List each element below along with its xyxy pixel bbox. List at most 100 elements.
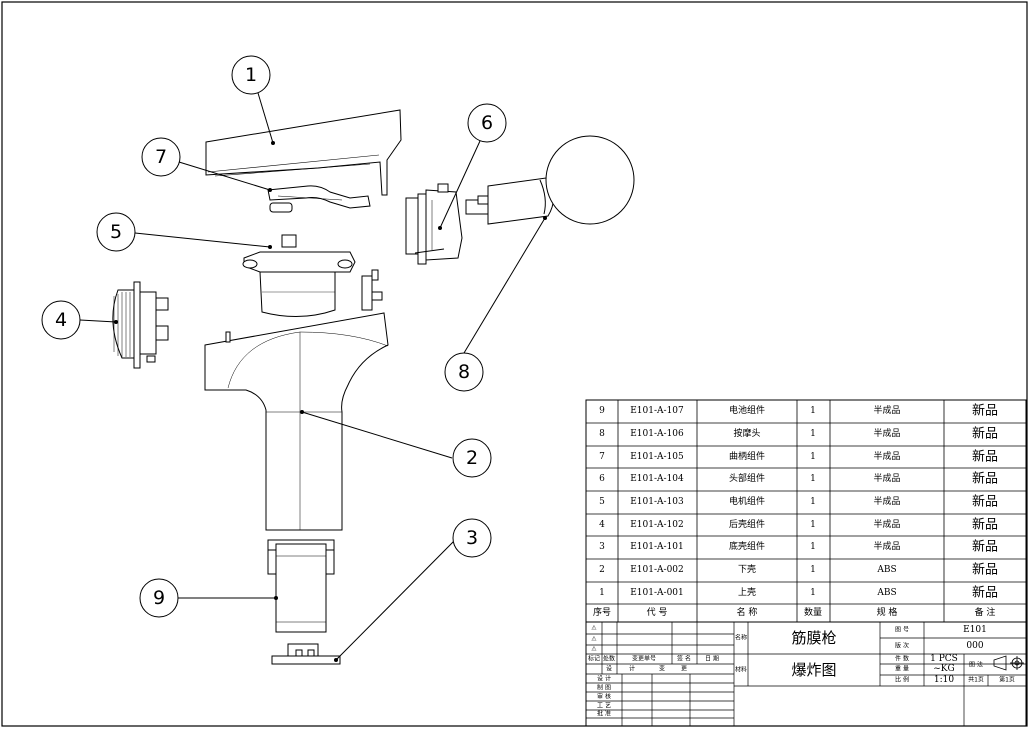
bom-header-note: 备 注 [975, 606, 996, 618]
balloon-3-label: 3 [466, 527, 478, 549]
rev-mark-1: ⚠ [591, 625, 597, 632]
balloon-4-label: 4 [55, 309, 67, 331]
bom-row-3-no: 7 [599, 452, 605, 462]
rev-header-change-no: 变更单号 [632, 655, 656, 663]
bom-row-2-code: E101-A-106 [630, 429, 684, 439]
bom-row-2-note: 新品 [972, 426, 998, 442]
sign-process: 工 艺 [597, 702, 611, 710]
balloon-1 [231, 55, 271, 95]
leader-dots [114, 141, 547, 662]
bom-row-9-name: 上壳 [738, 586, 756, 598]
bom-row-6-spec: 半成品 [873, 518, 900, 530]
bom-row-1-note: 新品 [972, 403, 998, 419]
weight: ~KG [933, 664, 954, 674]
bom-row-6-qty: 1 [810, 520, 816, 530]
sign-review: 审 核 [597, 693, 611, 701]
part-crank-assembly [267, 185, 371, 213]
weight-label: 重 量 [895, 665, 909, 673]
balloon-7 [141, 137, 181, 177]
sign-design: 设 计 [597, 675, 611, 683]
sheets-total: 共1页 [968, 676, 984, 684]
balloon-8 [444, 352, 484, 392]
bom-row-7-spec: 半成品 [873, 540, 900, 552]
balloon-1-label: 1 [245, 64, 257, 86]
pieces-label: 件 数 [895, 655, 909, 663]
bom-table: 9 E101-A-107 电池组件 1 半成品 新品 8 E101-A-106 … [585, 399, 1027, 623]
rev-header-count: 处数 [603, 655, 615, 663]
bom-row-3-code: E101-A-105 [630, 452, 684, 462]
bom-row-4-qty: 1 [810, 474, 816, 484]
material-label: 材料 [735, 666, 747, 674]
part-bottom-shell-assembly [271, 643, 341, 665]
rev-header2-1: 设 [606, 665, 612, 673]
exploded-parts [112, 109, 635, 665]
bom-header-code: 代 号 [647, 607, 668, 618]
bom-row-1-spec: 半成品 [873, 404, 900, 416]
bom-row-5-no: 5 [599, 497, 605, 507]
version-label: 版 次 [895, 642, 909, 650]
rev-header-sign: 签 名 [677, 655, 691, 663]
bom-row-5-name: 电机组件 [729, 495, 765, 507]
rev-header2-2: 计 [629, 665, 635, 673]
balloon-8-label: 8 [458, 361, 470, 383]
bom-row-3-note: 新品 [972, 449, 998, 465]
balloon-9 [139, 578, 179, 618]
balloon-4 [41, 300, 81, 340]
rev-header-mark: 标记 [588, 655, 600, 663]
balloon-5-label: 5 [110, 221, 122, 243]
bom-header-qty: 数量 [804, 606, 822, 618]
part-motor-assembly [242, 234, 356, 318]
bom-row-4-name: 头部组件 [729, 472, 765, 484]
part-battery-assembly [267, 539, 335, 633]
bom-row-1-name: 电池组件 [729, 404, 765, 416]
bom-row-4-no: 6 [599, 474, 605, 484]
sheet-no: 第1页 [999, 676, 1015, 684]
bom-row-7-name: 底壳组件 [729, 540, 765, 552]
bom-row-2-qty: 1 [810, 429, 816, 439]
fig-no-label: 图 号 [895, 627, 909, 634]
bom-row-2-spec: 半成品 [873, 427, 900, 439]
bom-header-name: 名 称 [737, 606, 758, 618]
bom-row-6-no: 4 [599, 520, 605, 530]
scale: 1:10 [934, 675, 954, 685]
balloon-3 [452, 518, 492, 558]
bom-row-2-name: 按摩头 [733, 427, 760, 439]
bom-row-8-no: 2 [599, 565, 605, 575]
bom-row-5-code: E101-A-103 [630, 497, 684, 507]
balloon-2 [452, 438, 492, 478]
projection-label: 图 法 [969, 661, 983, 669]
bom-row-3-name: 曲柄组件 [729, 450, 765, 462]
balloon-6 [467, 103, 507, 143]
part-rear-shell-assembly [112, 281, 169, 369]
bom-row-5-qty: 1 [810, 497, 816, 507]
projection-symbol-icon [993, 655, 1024, 671]
rev-mark-3: ⚠ [591, 646, 597, 653]
pieces: 1 PCS [930, 654, 958, 664]
bom-row-5-note: 新品 [972, 494, 998, 510]
bom-row-8-code: E101-A-002 [630, 565, 684, 575]
balloon-5 [96, 212, 136, 252]
rev-mark-2: ⚠ [591, 636, 597, 643]
drawing-type: 爆炸图 [791, 661, 836, 679]
bom-row-9-code: E101-A-001 [630, 588, 684, 598]
balloon-2-label: 2 [466, 447, 478, 469]
bom-row-5-spec: 半成品 [873, 495, 900, 507]
part-lower-shell [204, 269, 389, 531]
bom-row-9-no: 1 [599, 588, 605, 598]
version: 000 [966, 641, 983, 651]
balloon-leaders [79, 92, 546, 661]
bom-row-2-no: 8 [599, 429, 605, 439]
bom-row-9-spec: ABS [876, 588, 896, 598]
fig-no: E101 [963, 625, 987, 635]
bom-header-no: 序号 [593, 606, 611, 618]
bom-row-3-qty: 1 [810, 452, 816, 462]
bom-row-7-no: 3 [599, 542, 605, 552]
bom-row-3-spec: 半成品 [873, 450, 900, 462]
sign-approve: 批 准 [597, 710, 611, 718]
bom-row-1-code: E101-A-107 [630, 406, 684, 416]
bom-row-4-note: 新品 [972, 471, 998, 487]
part-head-assembly [405, 183, 463, 265]
bom-row-1-qty: 1 [810, 406, 816, 416]
bom-row-4-code: E101-A-104 [630, 474, 684, 484]
rev-header2-3: 变 [659, 665, 665, 673]
